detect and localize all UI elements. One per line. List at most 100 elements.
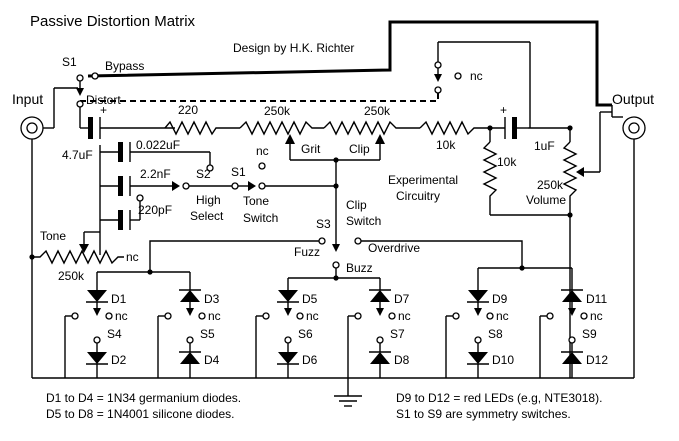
switch-s4-arrow — [93, 308, 101, 316]
diode-d10-label: D10 — [492, 353, 514, 367]
junction — [333, 157, 339, 163]
high-label: High — [196, 193, 221, 207]
s2-contact-c — [136, 194, 144, 202]
switch-s8-label: S8 — [488, 327, 503, 341]
experimental-label: Experimental — [388, 173, 458, 187]
switch-s4-nc-contact — [105, 312, 113, 320]
s3-fuzz-contact — [318, 237, 326, 245]
switch-s5-nc-contact — [198, 312, 206, 320]
s3-buzz-contact — [332, 261, 340, 269]
s1-tone-contact — [231, 182, 239, 190]
switch-s4-nc-label: nc — [115, 309, 128, 323]
r220-resistor — [164, 120, 240, 136]
pot1-value: 250k — [264, 104, 291, 118]
input-label: Input — [12, 91, 43, 107]
diode-d12-label: D12 — [586, 353, 608, 367]
s1b-contact-top — [434, 61, 442, 69]
s1-tone-nc-contact — [258, 162, 266, 170]
output-jack-tip — [628, 122, 640, 134]
junction — [519, 265, 525, 271]
diode-d4-label: D4 — [204, 353, 220, 367]
junction — [333, 183, 339, 189]
switch-s8-nc-contact — [486, 312, 494, 320]
tone-switch-label-2: Switch — [243, 211, 278, 225]
diode-d7-body — [370, 290, 390, 302]
nc-pot-label: nc — [126, 250, 139, 264]
diode-d6-label: D6 — [302, 353, 318, 367]
switch-s9-left-contact — [546, 312, 554, 320]
tone-label: Tone — [40, 229, 66, 243]
s1-top-label: S1 — [62, 55, 77, 69]
grit-label: Grit — [301, 142, 321, 156]
r220-value: 220 — [178, 103, 198, 117]
diode-d5-body — [278, 290, 298, 302]
switch-s4-label: S4 — [107, 327, 122, 341]
junction — [567, 212, 573, 218]
volume-wiper-arrow — [576, 167, 584, 177]
s3-overdrive-contact — [354, 237, 362, 245]
switch-s9-common — [568, 336, 576, 344]
c-out-plate-neg — [512, 117, 517, 139]
diode-d6-body — [278, 352, 298, 364]
s1-tone-arrow — [248, 181, 256, 191]
switch-s7-arrow — [376, 308, 384, 316]
overdrive-label: Overdrive — [368, 241, 420, 255]
switch-s6-nc-label: nc — [306, 309, 319, 323]
diode-d1-label: D1 — [111, 292, 127, 306]
c-out-value: 1uF — [534, 139, 555, 153]
pot2-wiper-arrow — [375, 134, 385, 144]
switch-s7-label: S7 — [390, 327, 405, 341]
c1-plate-a — [118, 142, 123, 162]
switch-s8-arrow — [474, 308, 482, 316]
distort-label: Distort — [86, 93, 121, 107]
s2-label: S2 — [196, 167, 211, 181]
switch-s8-nc-label: nc — [496, 309, 509, 323]
switch-s8-left-contact — [452, 312, 460, 320]
s1-bypass-contact — [76, 74, 84, 82]
switch-s7-common — [376, 336, 384, 344]
switch-s9-arrow — [568, 308, 576, 316]
diode-d11-body — [562, 290, 582, 302]
diode-d4-body — [180, 352, 200, 364]
bypass-wire — [87, 20, 612, 107]
diagram-title: Passive Distortion Matrix — [30, 13, 196, 30]
switch-s9-label: S9 — [582, 327, 597, 341]
c3-value: 220pF — [138, 203, 172, 217]
fuzz-label: Fuzz — [294, 245, 320, 259]
clip-label: Clip — [349, 142, 370, 156]
overdrive-bus — [361, 240, 523, 268]
switch-s5-arrow — [186, 308, 194, 316]
clip-switch-label-2: Switch — [346, 214, 381, 228]
junction — [333, 275, 339, 281]
clip-switch-label-1: Clip — [346, 198, 367, 212]
switch-s9-nc-contact — [580, 312, 588, 320]
switch-s4-left-contact — [71, 312, 79, 320]
volume-label: Volume — [526, 193, 566, 207]
switch-s5-left-contact — [164, 312, 172, 320]
switch-s5-common — [186, 336, 194, 344]
switch-s9-nc-label: nc — [590, 309, 603, 323]
s1b-contact-bottom — [434, 86, 442, 94]
switch-s4-common — [93, 336, 101, 344]
diode-d1-body — [87, 290, 107, 302]
input-jack-tip — [26, 122, 38, 134]
c-in-value: 4.7uF — [62, 148, 93, 162]
diode-d11-label: D11 — [586, 292, 607, 306]
c2-value: 2.2nF — [140, 167, 171, 181]
s1-top-arrow — [76, 88, 84, 96]
fuzz-bus — [149, 240, 319, 272]
junction — [147, 269, 153, 275]
circuitry-label: Circuitry — [396, 189, 440, 203]
r10k-shunt-value: 10k — [497, 155, 517, 169]
switch-s5-nc-label: nc — [208, 309, 221, 323]
bypass-label: Bypass — [105, 59, 144, 73]
tone-switch-label-1: Tone — [243, 194, 269, 208]
r10k-series-value: 10k — [436, 138, 456, 152]
s2-arrow — [172, 181, 180, 191]
tone-wiper-arrow — [79, 244, 89, 253]
bypass-contact — [91, 72, 99, 80]
switch-s5-label: S5 — [200, 327, 215, 341]
switch-s6-arrow — [284, 308, 292, 316]
output-label: Output — [612, 91, 654, 107]
s3-label: S3 — [316, 217, 331, 231]
